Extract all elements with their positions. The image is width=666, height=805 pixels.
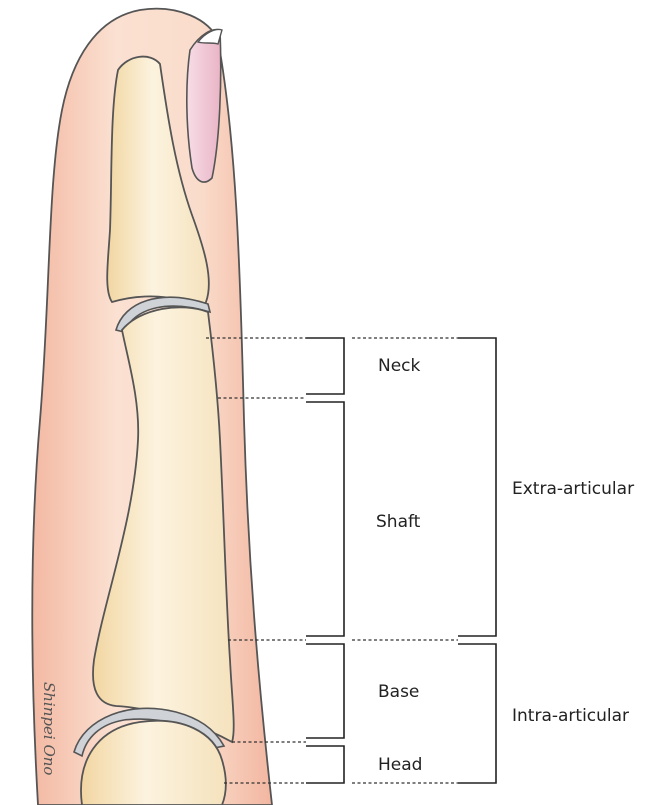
region-brackets xyxy=(458,338,496,783)
intra-articular-bracket xyxy=(458,644,496,783)
intra-articular-label: Intra-articular xyxy=(512,706,629,726)
fingernail xyxy=(187,30,221,182)
segment-brackets xyxy=(306,338,344,783)
neck-bracket xyxy=(306,338,344,394)
neck-label: Neck xyxy=(378,356,421,376)
base-label: Base xyxy=(378,682,419,702)
base-bracket xyxy=(306,644,344,738)
extra-articular-bracket xyxy=(458,338,496,636)
shaft-bracket xyxy=(306,402,344,636)
extra-articular-label: Extra-articular xyxy=(512,479,634,499)
head-label: Head xyxy=(378,755,422,775)
head-bracket xyxy=(306,746,344,783)
artist-signature: Shinpei Ono xyxy=(40,682,58,775)
shaft-label: Shaft xyxy=(376,512,421,532)
